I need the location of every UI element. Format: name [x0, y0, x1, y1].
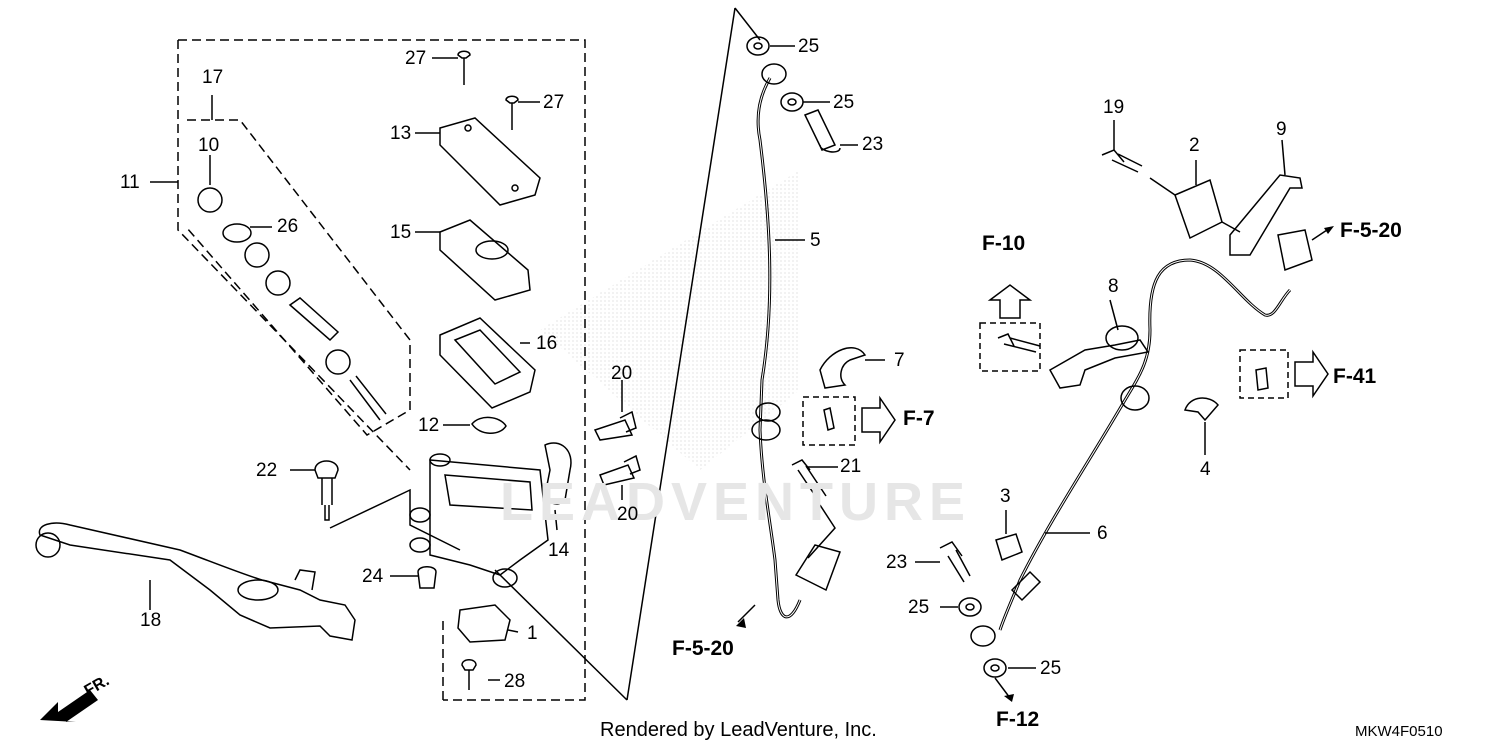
reference-label: F-5-20 — [1340, 219, 1402, 242]
part-number: 18 — [140, 610, 162, 631]
part-number: 22 — [256, 460, 278, 481]
clamp — [819, 347, 867, 389]
part-number: 20 — [611, 363, 633, 384]
drawing-code: MKW4F0510 — [1355, 723, 1443, 740]
master-cylinder-body — [429, 459, 549, 576]
clip — [471, 416, 507, 434]
part-number: 13 — [390, 123, 412, 144]
hose-joint — [794, 544, 841, 592]
part-number: 25 — [798, 36, 820, 57]
reference-label: F-10 — [982, 232, 1026, 255]
f7-arrow — [861, 395, 896, 445]
reference-label: F-12 — [996, 708, 1040, 731]
brake-switch — [457, 604, 511, 643]
f7-box — [802, 396, 856, 446]
part-number: 25 — [833, 92, 855, 113]
watermark-wing — [540, 170, 800, 470]
part-number: 1 — [527, 623, 538, 644]
part-number: 7 — [894, 350, 905, 371]
part-number: 21 — [840, 456, 862, 477]
group-outline-left — [177, 40, 411, 471]
watermark: LEADVENTURE — [500, 472, 972, 532]
part-number: 12 — [418, 415, 440, 436]
part-number: 24 — [362, 566, 384, 587]
part-number: 28 — [504, 671, 526, 692]
part-number: 25 — [908, 597, 930, 618]
front-direction-arrow — [40, 690, 98, 722]
hose-guard — [1174, 178, 1223, 240]
part-number: 14 — [548, 540, 570, 561]
boot — [197, 187, 223, 213]
hose-bracket — [1229, 174, 1303, 256]
part-number: 19 — [1103, 97, 1125, 118]
part-number: 17 — [202, 67, 224, 88]
part-number: 9 — [1276, 119, 1287, 140]
credit-text: Rendered by LeadVenture, Inc. — [600, 719, 877, 741]
f41-box — [1239, 349, 1289, 399]
grommet — [995, 533, 1023, 562]
part-number: 23 — [886, 552, 908, 573]
plate — [439, 219, 531, 301]
part-number: 5 — [810, 230, 821, 251]
part-number: 27 — [405, 48, 427, 69]
hose-clip — [1184, 397, 1219, 422]
reference-label: F-5-20 — [672, 637, 734, 660]
part-number: 15 — [390, 222, 412, 243]
part-number: 11 — [120, 172, 140, 193]
part-number: 8 — [1108, 276, 1119, 297]
lower-brake-hose — [998, 258, 1292, 631]
part-number: 2 — [1189, 135, 1200, 156]
brake-lever — [38, 522, 356, 641]
holder — [544, 442, 572, 505]
piston-kit-outline — [186, 119, 411, 436]
part-number: 20 — [617, 504, 639, 525]
part-number: 16 — [536, 333, 558, 354]
hose-clamp-bracket — [1048, 339, 1150, 389]
reservoir-cap — [439, 117, 541, 206]
part-number: 23 — [862, 134, 884, 155]
part-number: 10 — [198, 135, 220, 156]
part-number: 27 — [543, 92, 565, 113]
reference-label: F-41 — [1333, 365, 1377, 388]
f10-box — [979, 322, 1041, 372]
reference-label: F-7 — [903, 407, 935, 430]
part-number: 26 — [277, 216, 299, 237]
group-outline-main — [178, 39, 586, 701]
part-number: 6 — [1097, 523, 1108, 544]
f41-arrow — [1294, 349, 1329, 399]
part-number: 4 — [1200, 459, 1211, 480]
f10-arrow — [987, 284, 1033, 319]
part-number: 3 — [1000, 486, 1011, 507]
part-number: 25 — [1040, 658, 1062, 679]
diaphragm — [439, 317, 536, 409]
